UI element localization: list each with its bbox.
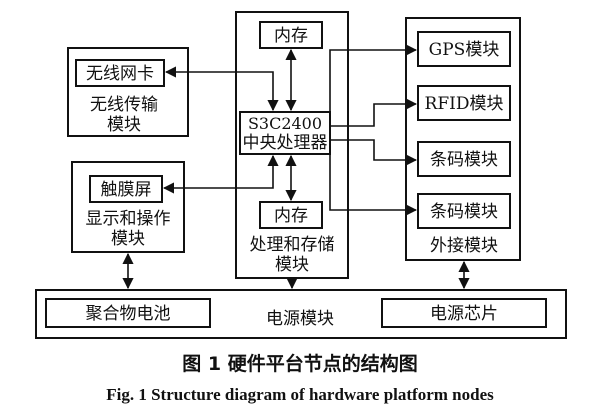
- arrow-cpu-rfid: [330, 98, 418, 127]
- barcode-module-label-2: 条码模块: [430, 202, 498, 222]
- display-module: 触膜屏 显示和操作 模块: [71, 161, 185, 253]
- cpu-model-label: S3C2400: [248, 114, 322, 133]
- arrow-cpu-barcode-1: [330, 139, 418, 166]
- wireless-module-title: 无线传输: [90, 95, 158, 115]
- memory-bottom-box: [259, 201, 323, 229]
- cpu-box: [239, 111, 331, 155]
- wireless-module-subtitle: 模块: [107, 115, 141, 135]
- power-module: 聚合物电池 电源模块 电源芯片: [35, 289, 567, 339]
- memory-top-label: 内存: [274, 26, 308, 46]
- external-module-title: 外接模块: [430, 236, 498, 256]
- memory-top-box: [259, 21, 323, 49]
- arrow-cpu-wireless-card: [164, 66, 279, 112]
- gps-module-label: GPS模块: [429, 40, 500, 60]
- wireless-module: 无线网卡 无线传输 模块: [67, 47, 189, 137]
- power-module-frame: [35, 289, 567, 339]
- wireless-card-box: [75, 59, 165, 87]
- arrow-cpu-barcode-2: [329, 146, 418, 216]
- barcode-module-box-1: [417, 141, 511, 177]
- caption-english: Fig. 1 Structure diagram of hardware pla…: [106, 385, 494, 404]
- external-module: GPS模块 RFID模块 条码模块 条码模块 外接模块: [405, 17, 521, 261]
- power-module-title: 电源模块: [266, 309, 334, 329]
- touch-screen-label: 触膜屏: [101, 180, 152, 200]
- arrow-cpu-gps: [329, 44, 418, 120]
- touch-screen-box: [89, 175, 163, 203]
- display-module-title: 显示和操作: [86, 209, 171, 229]
- memory-bottom-label: 内存: [274, 206, 308, 226]
- wireless-card-label: 无线网卡: [86, 64, 154, 84]
- display-module-subtitle: 模块: [111, 229, 145, 249]
- processing-module-title: 处理和存储: [250, 235, 335, 255]
- caption-chinese: 图 1 硬件平台节点的结构图: [182, 352, 417, 375]
- connectors: [122, 44, 470, 290]
- display-module-frame: [71, 161, 185, 253]
- processing-module: 内存 S3C2400 中央处理器 内存 处理和存储 模块: [235, 11, 349, 279]
- power-chip-box: [381, 298, 547, 328]
- cpu-label: 中央处理器: [243, 133, 328, 153]
- external-module-frame: [405, 17, 521, 261]
- processing-module-subtitle: 模块: [275, 255, 309, 275]
- gps-module-box: [417, 31, 511, 67]
- battery-label: 聚合物电池: [86, 304, 171, 324]
- barcode-module-box-2: [417, 193, 511, 229]
- power-chip-label: 电源芯片: [430, 304, 498, 324]
- arrow-cpu-touch-screen: [162, 154, 279, 194]
- rfid-module-box: [417, 85, 511, 121]
- rfid-module-label: RFID模块: [425, 94, 504, 114]
- barcode-module-label-1: 条码模块: [430, 150, 498, 170]
- battery-box: [45, 298, 211, 328]
